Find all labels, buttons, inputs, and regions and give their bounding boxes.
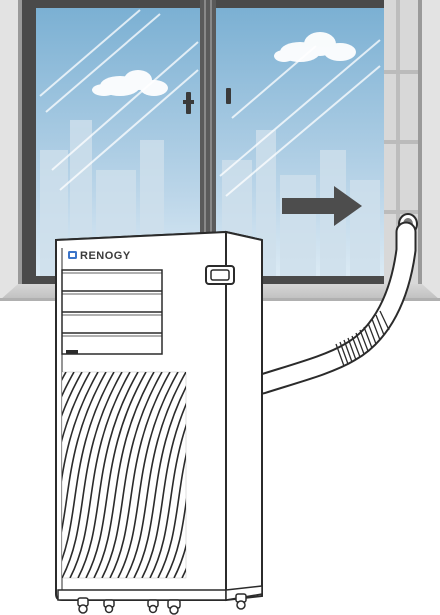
wheel-icon — [168, 600, 180, 614]
unit-side — [226, 232, 262, 600]
wheel-icon — [236, 594, 246, 609]
brand-logo-text: RENOGY — [80, 250, 131, 262]
wheel-icon — [148, 600, 158, 613]
wheel-icon — [78, 598, 88, 613]
wheel-icon — [104, 600, 114, 613]
air-louvers — [62, 270, 162, 354]
side-handle — [206, 266, 234, 284]
